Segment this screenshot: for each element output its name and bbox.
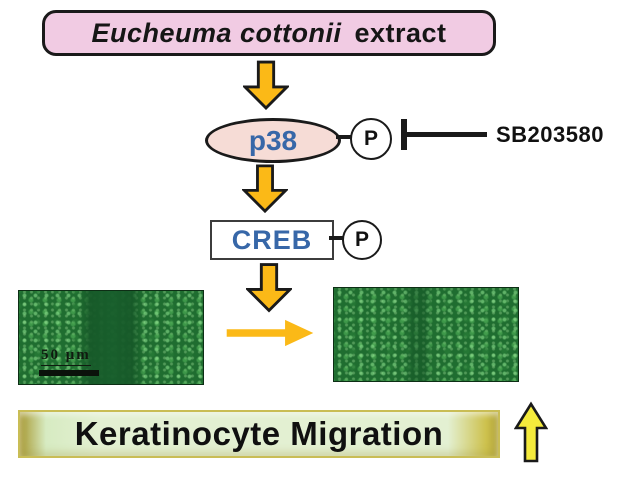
phospho-circle: P: [350, 118, 392, 160]
inhibition-line: [405, 132, 487, 137]
phospho-circle: P: [342, 220, 382, 260]
creb-node: CREB: [210, 220, 334, 260]
scratch-gap: [77, 291, 145, 384]
micrograph-before: 50 μm: [18, 290, 204, 385]
inhibitor-label: SB203580: [496, 122, 604, 147]
connector-line: [329, 236, 344, 240]
micrograph-after: [333, 287, 519, 382]
outcome-banner: Keratinocyte Migration: [18, 410, 500, 458]
p38-label: p38: [248, 124, 298, 156]
scale-bar: [39, 370, 99, 376]
outcome-banner-label: Keratinocyte Migration: [74, 415, 444, 452]
up-arrow-icon: [514, 401, 548, 463]
scale-bar-label: 50 μm: [41, 347, 91, 366]
right-arrow-icon: [226, 319, 314, 347]
connector-line: [336, 135, 351, 139]
extract-suffix-label: extract: [354, 17, 447, 48]
inhibition-tbar-icon: [401, 119, 407, 150]
scratch-gap: [403, 288, 434, 381]
creb-label: CREB: [231, 224, 313, 255]
extract-box: Eucheuma cottonii extract: [42, 10, 496, 56]
p38-node: p38: [205, 118, 341, 163]
down-arrow-icon: [246, 263, 292, 313]
down-arrow-icon: [242, 164, 288, 213]
extract-species-label: Eucheuma cottonii: [91, 17, 342, 48]
down-arrow-icon: [243, 60, 289, 110]
phospho-label: P: [363, 127, 378, 150]
phospho-label: P: [354, 228, 369, 251]
